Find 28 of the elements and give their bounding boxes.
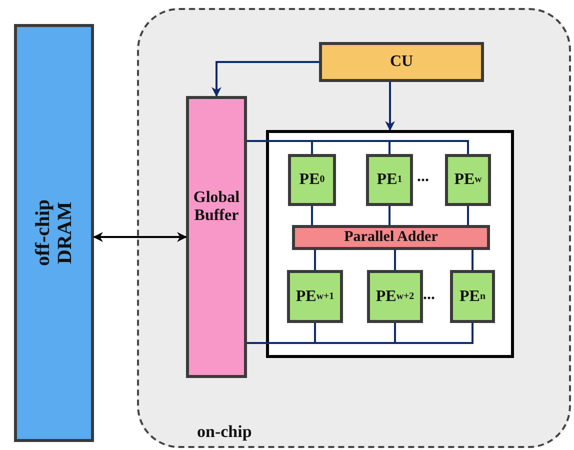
- connector: [394, 250, 396, 270]
- pe-array-box: [266, 130, 514, 358]
- region-label: on-chip: [197, 423, 252, 442]
- connector: [472, 250, 474, 270]
- connector: [93, 232, 187, 242]
- processing-element: [450, 270, 495, 323]
- node-label: Parallel Adder: [343, 228, 439, 247]
- processing-element: [288, 154, 336, 206]
- node-label: Global Buffer: [192, 188, 241, 226]
- processing-element: [287, 270, 343, 323]
- control-unit-box: [319, 42, 484, 82]
- processing-element: [445, 154, 491, 206]
- ellipsis-label: ...: [417, 168, 429, 186]
- processing-element: [367, 270, 423, 323]
- connector: [467, 206, 469, 225]
- connector: [388, 206, 390, 225]
- connector: [212, 61, 319, 97]
- node-label: off-chip DRAM: [32, 198, 76, 268]
- adder-bar: [292, 225, 490, 250]
- connector: [385, 82, 395, 131]
- processing-element: [366, 154, 413, 206]
- connector: [314, 250, 316, 270]
- memory-block: [14, 24, 94, 442]
- buffer-block: [186, 96, 247, 378]
- chip-region: [137, 8, 571, 448]
- connector: [311, 206, 313, 225]
- node-label: CU: [388, 52, 414, 72]
- ellipsis-label: ...: [423, 286, 435, 304]
